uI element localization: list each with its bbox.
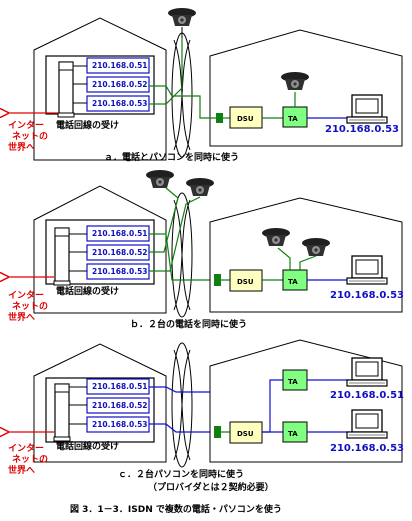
internet-label-3: 世界へ xyxy=(8,141,35,153)
line-ip-2: 210.168.0.52 xyxy=(92,80,148,89)
caption-b: ｂ．２台の電話を同時に使う xyxy=(130,318,247,330)
figure-title: 図 3．1－3．ISDN で複数の電話・パソコンを使う xyxy=(70,503,282,515)
panel-c: 210.168.0.51 210.168.0.52 210.168.0.53 イ… xyxy=(8,339,404,493)
line-ip-2: 210.168.0.52 xyxy=(92,248,148,257)
pc-icon xyxy=(346,357,388,387)
line-ip-3: 210.168.0.53 xyxy=(92,420,148,429)
pc-ip: 210.168.0.53 xyxy=(330,290,404,301)
pc-icon xyxy=(346,255,388,285)
internet-label-3: 世界へ xyxy=(8,311,35,323)
phone-icon xyxy=(146,170,174,188)
internet-label-2: ネットの xyxy=(12,454,48,465)
phone-icon xyxy=(186,178,214,196)
panel-a: 210.168.0.51 210.168.0.52 210.168.0.53 イ… xyxy=(8,8,403,163)
ta-label: TA xyxy=(288,115,298,123)
dsu-label: DSU xyxy=(237,430,254,438)
dsu-label: DSU xyxy=(237,278,254,286)
dsu-label: DSU xyxy=(237,115,254,123)
line-ip-3: 210.168.0.53 xyxy=(92,267,148,276)
pc-ip-2: 210.168.0.53 xyxy=(330,443,404,454)
caption-c-2: （プロバイダとは２契約必要） xyxy=(148,481,274,493)
exchange-label: 電話回線の受け xyxy=(56,285,119,297)
caption-a: ａ．電話とパソコンを同時に使う xyxy=(104,151,239,163)
ta-label-1: TA xyxy=(288,378,298,386)
panel-b: 210.168.0.51 210.168.0.52 210.168.0.53 イ… xyxy=(8,170,404,330)
pc-icon xyxy=(346,94,388,124)
internet-label-3: 世界へ xyxy=(8,464,35,476)
line-ip-2: 210.168.0.52 xyxy=(92,401,148,410)
internet-label-2: ネットの xyxy=(12,131,48,142)
internet-label-1: インター xyxy=(8,119,44,131)
pc-icon xyxy=(346,409,388,439)
pc-ip-1: 210.168.0.51 xyxy=(330,390,404,401)
internet-label-2: ネットの xyxy=(12,301,48,312)
internet-label-1: インター xyxy=(8,442,44,454)
line-ip-3: 210.168.0.53 xyxy=(92,99,148,108)
ta-label: TA xyxy=(288,278,298,286)
exchange-label: 電話回線の受け xyxy=(56,119,119,131)
exchange-label: 電話回線の受け xyxy=(56,440,119,452)
pc-ip: 210.168.0.53 xyxy=(325,124,399,135)
caption-c-1: ｃ．２台パソコンを同時に使う xyxy=(118,468,244,480)
ta-label-2: TA xyxy=(288,430,298,438)
line-ip-1: 210.168.0.51 xyxy=(92,229,148,238)
line-ip-1: 210.168.0.51 xyxy=(92,382,148,391)
internet-label-1: インター xyxy=(8,289,44,301)
phone-icon xyxy=(168,8,196,26)
line-ip-1: 210.168.0.51 xyxy=(92,61,148,70)
